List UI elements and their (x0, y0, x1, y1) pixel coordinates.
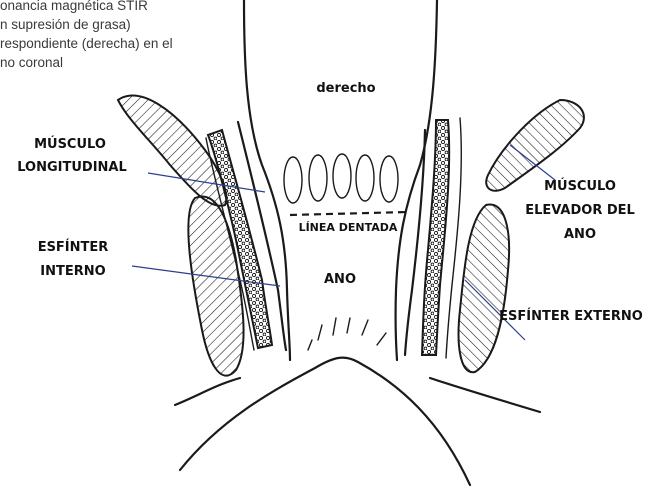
right-external-sphincter (459, 204, 510, 372)
label-elevador-1: MÚSCULO (520, 177, 640, 196)
label-esfinter-interno-2: INTERNO (18, 262, 128, 281)
label-musculo-longitudinal-2: LONGITUDINAL (2, 158, 142, 177)
perineum-curve (180, 358, 470, 485)
right-longitudinal-line (405, 130, 425, 355)
anal-columns (284, 154, 398, 203)
label-elevador-2: ELEVADOR DEL (508, 201, 652, 220)
label-ano: ANO (310, 270, 370, 289)
label-esfinter-externo: ESFÍNTER EXTERNO (487, 307, 655, 326)
anal-hairs (308, 318, 386, 350)
label-elevador-3: ANO (520, 225, 640, 244)
label-musculo-longitudinal-1: MÚSCULO (10, 135, 130, 154)
left-levator-ani (118, 96, 226, 206)
dentate-line (290, 212, 408, 215)
label-derecho: derecho (291, 79, 401, 98)
label-linea-dentada: LÍNEA DENTADA (283, 218, 413, 237)
right-internal-sphincter (422, 120, 449, 355)
label-esfinter-interno-1: ESFÍNTER (18, 238, 128, 257)
perineum-outer (175, 378, 240, 405)
perineum-outer-r (430, 378, 540, 412)
